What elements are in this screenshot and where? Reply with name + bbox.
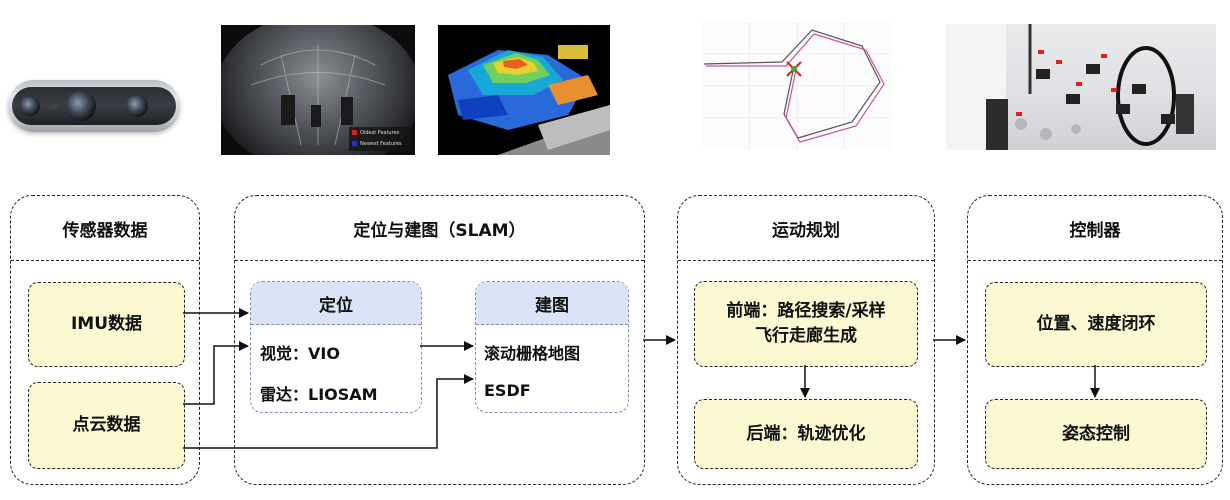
planning-backend-box: 后端：轨迹优化 — [694, 399, 918, 469]
localization-title: 定位 — [251, 282, 421, 325]
localization-visual-vio: 视觉：VIO — [260, 344, 340, 363]
mapping-title: 建图 — [476, 282, 628, 325]
localization-box: 定位 — [250, 281, 422, 413]
slam-title: 定位与建图（SLAM） — [235, 196, 644, 261]
localization-lidar-liosam: 雷达：LIOSAM — [260, 385, 378, 404]
controller-title: 控制器 — [968, 196, 1222, 261]
sensor-data-panel: 传感器数据 — [10, 195, 200, 485]
depth-camera-image — [8, 80, 180, 132]
planning-frontend-box: 前端：路径搜索/采样 飞行走廊生成 — [694, 281, 918, 367]
trajectory-plot-image — [702, 22, 892, 150]
imu-data-box: IMU数据 — [28, 282, 185, 367]
planning-frontend-line2: 飞行走廊生成 — [755, 326, 857, 346]
mapping-box: 建图 — [475, 281, 629, 413]
mapping-rolling-grid: 滚动栅格地图 — [484, 344, 581, 363]
position-velocity-loop-box: 位置、速度闭环 — [985, 282, 1207, 367]
legend-oldest: Oldest Features — [360, 129, 400, 136]
arrow-pointcloud-to-vio — [183, 341, 249, 405]
planning-frontend-line1: 前端：路径搜索/采样 — [726, 301, 886, 322]
point-cloud-map-image — [438, 25, 610, 155]
motion-planning-title: 运动规划 — [678, 196, 934, 261]
mapping-esdf: ESDF — [484, 381, 531, 400]
controller-panel: 控制器 — [967, 195, 1223, 485]
feature-legend: Oldest Features Newest Features — [349, 127, 411, 151]
point-cloud-data-box: 点云数据 — [28, 382, 185, 469]
arrow-pointcloud-to-esdf — [183, 374, 474, 449]
sensor-data-title: 传感器数据 — [11, 196, 199, 261]
fisheye-camera-image: Oldest Features Newest Features — [221, 25, 415, 155]
legend-newest: Newest Features — [360, 140, 402, 147]
attitude-control-box: 姿态控制 — [985, 399, 1207, 469]
drone-flight-image — [946, 24, 1216, 150]
